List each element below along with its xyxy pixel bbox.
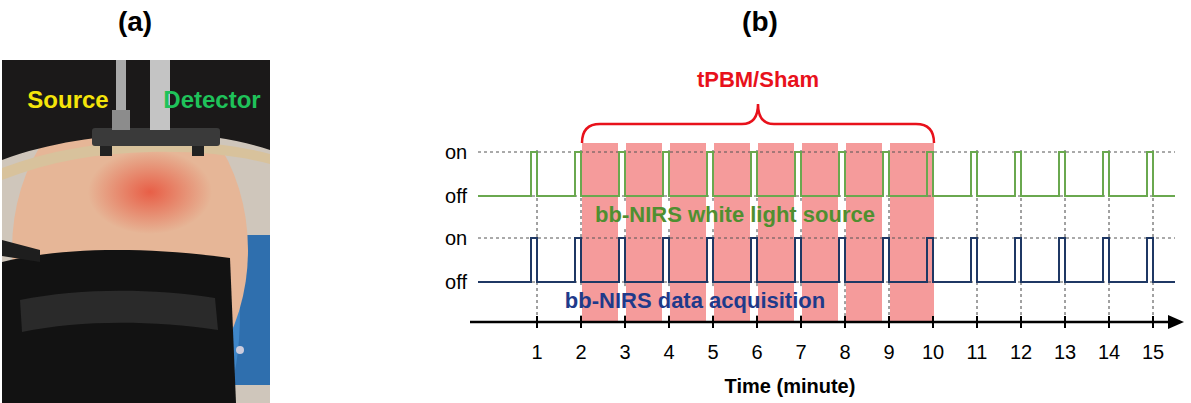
axis-tick: [1108, 316, 1110, 328]
tick-number: 9: [883, 341, 894, 363]
stimulus-label: tPBM/Sham: [697, 68, 819, 92]
axis-tick: [1064, 316, 1066, 328]
light-spot: [88, 150, 212, 234]
device-screw: [236, 346, 244, 354]
acquisition-trace: [478, 238, 1175, 282]
axis-tick: [844, 316, 846, 328]
tick-number: 3: [619, 341, 630, 363]
axis-tick: [712, 316, 714, 328]
tick-number: 11: [967, 341, 988, 363]
goggle-strap: [2, 240, 40, 262]
axis-tick: [800, 316, 802, 328]
axis-tick: [1152, 316, 1154, 328]
tick-number: 15: [1142, 341, 1164, 363]
axis-tick: [624, 316, 626, 328]
level-label: off: [445, 185, 467, 207]
hair: [2, 60, 270, 160]
axis-tick: [976, 316, 978, 328]
tick-number: 2: [575, 341, 586, 363]
tick-number: 13: [1054, 341, 1076, 363]
level-label: on: [445, 227, 467, 249]
tick-number: 7: [795, 341, 806, 363]
axis-tick: [932, 316, 934, 328]
signal-name: bb-NIRS white light source: [595, 203, 875, 227]
tick-number: 1: [531, 341, 542, 363]
tpbm-band: [846, 143, 882, 322]
level-label: on: [445, 141, 467, 163]
axis-tick: [668, 316, 670, 328]
signal-name: bb-NIRS data acquisition: [565, 289, 825, 313]
probe-holder: [92, 128, 220, 146]
tick-number: 6: [751, 341, 762, 363]
brace: [582, 104, 934, 143]
headband: [2, 141, 270, 180]
tick-number: 8: [839, 341, 850, 363]
goggles: [2, 250, 236, 403]
axis-tick: [756, 316, 758, 328]
time-axis: [470, 321, 1172, 324]
axis-title: Time (minute): [725, 375, 856, 397]
panel-label: (a): [118, 7, 152, 38]
probe-label: Detector: [163, 87, 260, 113]
probe-clip: [100, 146, 112, 156]
goggle-lens: [20, 291, 218, 332]
level-label: off: [445, 271, 467, 293]
axis-tick: [888, 316, 890, 328]
axis-tick: [1020, 316, 1022, 328]
tick-number: 14: [1098, 341, 1120, 363]
level-line: [478, 152, 1175, 153]
timing-diagram: [470, 104, 1184, 329]
axis-tick: [536, 316, 538, 328]
probe-label: Source: [27, 87, 108, 113]
probe-clip: [192, 146, 204, 156]
photo: [2, 60, 270, 403]
axis-arrowhead: [1168, 315, 1184, 329]
panel-label: (b): [742, 7, 778, 38]
tick-number: 5: [707, 341, 718, 363]
level-line: [478, 238, 1175, 239]
light-source-trace: [478, 152, 1175, 196]
tick-number: 4: [663, 341, 674, 363]
tick-number: 10: [922, 341, 944, 363]
axis-tick: [580, 316, 582, 328]
source-connector: [112, 110, 130, 130]
tick-number: 12: [1010, 341, 1032, 363]
